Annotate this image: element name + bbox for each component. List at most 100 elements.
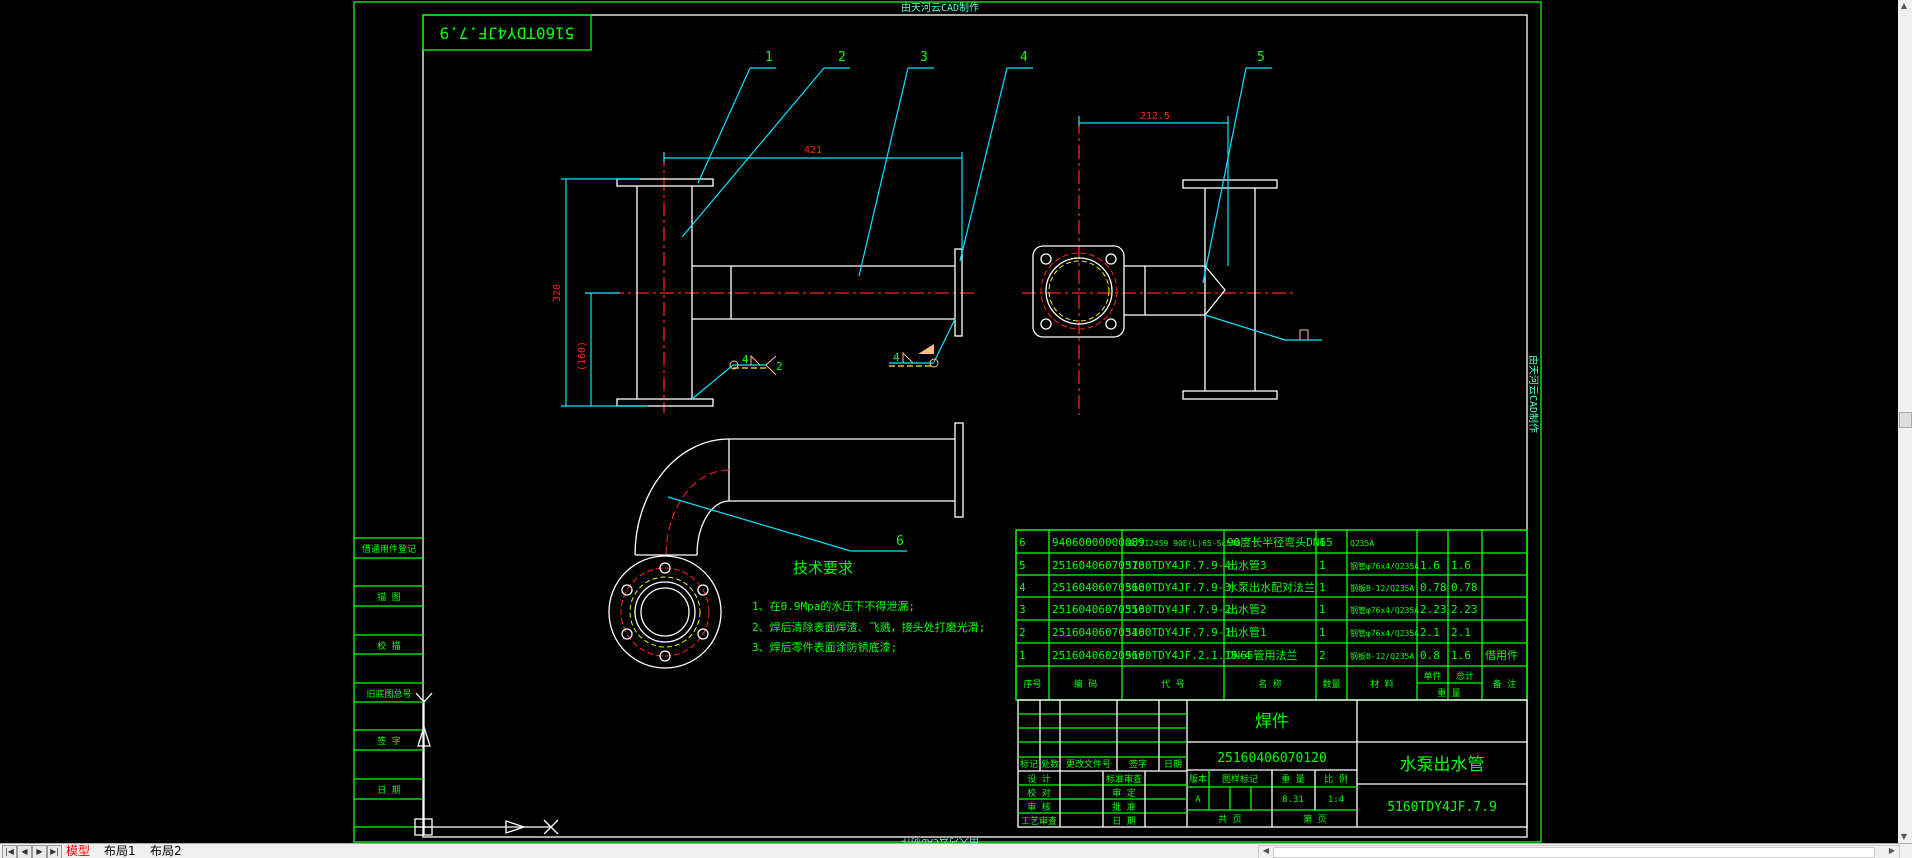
revision-header: 更改文件号	[1066, 758, 1111, 770]
sign-label: 工艺审查	[1021, 815, 1057, 827]
parts-cell: 6	[1019, 536, 1026, 549]
parts-cell: 5160TDY4JF.7.9-4	[1125, 559, 1231, 572]
parts-header: 序号	[1023, 678, 1041, 690]
next-tab-icon[interactable]: ▶	[32, 845, 47, 858]
balloon-2: 2	[838, 50, 846, 65]
horizontal-scrollbar[interactable]: ◀ ▶	[1258, 845, 1900, 858]
parts-cell: 5	[1019, 559, 1026, 572]
elbow-view	[608, 422, 964, 669]
scale-value: 1:4	[1328, 795, 1344, 805]
parts-cell: 1	[1319, 626, 1326, 639]
parts-header: 总计	[1456, 670, 1474, 682]
parts-cell: 25160406070370	[1052, 559, 1145, 572]
sign-label: 日 期	[1112, 816, 1135, 827]
parts-cell: 3	[1019, 603, 1026, 616]
parts-cell: 5160TDY4JF.7.9-1	[1125, 626, 1231, 639]
drawing-number: 5160TDY4JF.7.9	[1387, 800, 1497, 815]
scroll-up-icon[interactable]: ▲	[1900, 1, 1908, 10]
parts-cell: 1.6	[1420, 559, 1440, 572]
left-table-label: 旧底图总号	[366, 688, 411, 700]
parts-cell: 1	[1319, 559, 1326, 572]
parts-cell: 借用件	[1485, 649, 1518, 662]
sign-label: 审 核	[1027, 801, 1050, 813]
tab-layout2[interactable]: 布局2	[150, 844, 182, 858]
parts-cell: 钢管φ76x4/Q235A	[1350, 605, 1419, 615]
left-table-label: 校 描	[377, 640, 400, 652]
watermark-top: 由天河云CAD制作	[901, 1, 979, 14]
parts-cell: GB/T12459 90E(L)65-Sch40	[1125, 539, 1241, 548]
dimension-320: 320	[552, 284, 563, 302]
version-value: A	[1195, 795, 1201, 805]
part-balloons: 1 2 3 4 5 6	[667, 50, 1272, 552]
parts-header: 材 料	[1370, 678, 1393, 690]
tab-model[interactable]: 模型	[66, 844, 91, 858]
parts-cell: 90度长半径弯头DN65	[1227, 535, 1333, 549]
parts-header: 数量	[1322, 678, 1340, 690]
weld-size-2: 4	[893, 351, 900, 364]
revision-header: 处数	[1041, 758, 1059, 770]
left-table-label: 描 图	[377, 591, 400, 603]
parts-cell: 2.1	[1451, 626, 1471, 639]
parts-cell: 1	[1319, 603, 1326, 616]
parts-cell: 5160TDY4JF.2.1.15-4	[1125, 649, 1251, 662]
parts-cell: 1.6	[1451, 559, 1471, 572]
parts-cell: 2.23	[1451, 603, 1478, 616]
sign-label: 设 计	[1027, 773, 1050, 785]
parts-cell: 钢管φ76x4/Q235A	[1350, 561, 1419, 571]
balloon-1: 1	[765, 50, 773, 65]
parts-cell: 0.78	[1420, 581, 1447, 594]
parts-header: 代 号	[1161, 679, 1184, 690]
front-view: 421 320 (160) 4 2 4	[552, 145, 975, 413]
revision-header: 签字	[1129, 758, 1147, 770]
parts-cell: 出水管2	[1227, 602, 1267, 616]
parts-header: 名 称	[1258, 678, 1281, 690]
part-code: 25160406070120	[1217, 751, 1327, 766]
parts-cell: 25160406020960	[1052, 649, 1145, 662]
tech-requirements: 技术要求 1、在0.9Mpa的水压下不得泄漏; 2、焊后清除表面焊渣、飞溅，接头…	[752, 559, 985, 654]
vertical-scroll-thumb[interactable]	[1899, 412, 1912, 428]
prev-tab-icon[interactable]: ◀	[17, 845, 32, 858]
balloon-6: 6	[896, 534, 904, 549]
parts-cell: 1	[1019, 649, 1026, 662]
parts-cell: Q235A	[1350, 539, 1374, 548]
scroll-down-icon[interactable]: ▼	[1900, 832, 1908, 841]
sign-label: 标准审查	[1106, 773, 1142, 785]
dimension-212-5: 212.5	[1140, 111, 1170, 122]
parts-header: 单件	[1423, 670, 1441, 682]
parts-cell: 4	[1019, 581, 1026, 594]
parts-cell: 25160406070340	[1052, 626, 1145, 639]
scroll-left-icon[interactable]: ◀	[1262, 846, 1270, 855]
left-table-label: 日 期	[377, 785, 400, 796]
mirrored-drawing-number: 5160TDY4JF.7.9	[440, 24, 575, 43]
first-tab-icon[interactable]: |◀	[2, 845, 17, 858]
balloon-4: 4	[1020, 50, 1028, 65]
side-view: 212.5	[1022, 111, 1322, 415]
outer-frame	[353, 1, 1542, 843]
weight-value: 8.31	[1282, 795, 1304, 805]
sign-label: 审 定	[1112, 787, 1135, 799]
parts-cell: 水泵出水配对法兰	[1227, 580, 1315, 594]
vertical-scrollbar[interactable]: ▲ ▼	[1898, 0, 1912, 844]
parts-cell: 1	[1319, 581, 1326, 594]
revision-header: 日期	[1164, 759, 1182, 770]
parts-cell: 2.23	[1420, 603, 1447, 616]
part-type: 焊件	[1255, 712, 1289, 732]
tech-item-3: 3、焊后零件表面涂防锈底漆;	[752, 640, 897, 654]
balloon-5: 5	[1257, 50, 1265, 65]
parts-cell: 2.1	[1420, 626, 1440, 639]
parts-header: 备 注	[1493, 678, 1516, 690]
parts-cell: 5160TDY4JF.7.9-3	[1125, 581, 1231, 594]
parts-cell: 2	[1319, 649, 1326, 662]
last-tab-icon[interactable]: ▶|	[47, 845, 62, 858]
sign-label: 校 对	[1027, 787, 1050, 799]
weld-size-1: 4	[742, 353, 749, 366]
watermark-right: 由天河云CAD制作	[1527, 355, 1540, 433]
scroll-right-icon[interactable]: ▶	[1888, 846, 1896, 855]
scale-header: 比 例	[1324, 773, 1347, 785]
tab-layout1[interactable]: 布局1	[104, 844, 136, 858]
horizontal-scroll-thumb[interactable]	[1273, 847, 1875, 858]
mirrored-number-box	[422, 14, 592, 51]
weight-group-header: 重 量	[1437, 687, 1460, 699]
